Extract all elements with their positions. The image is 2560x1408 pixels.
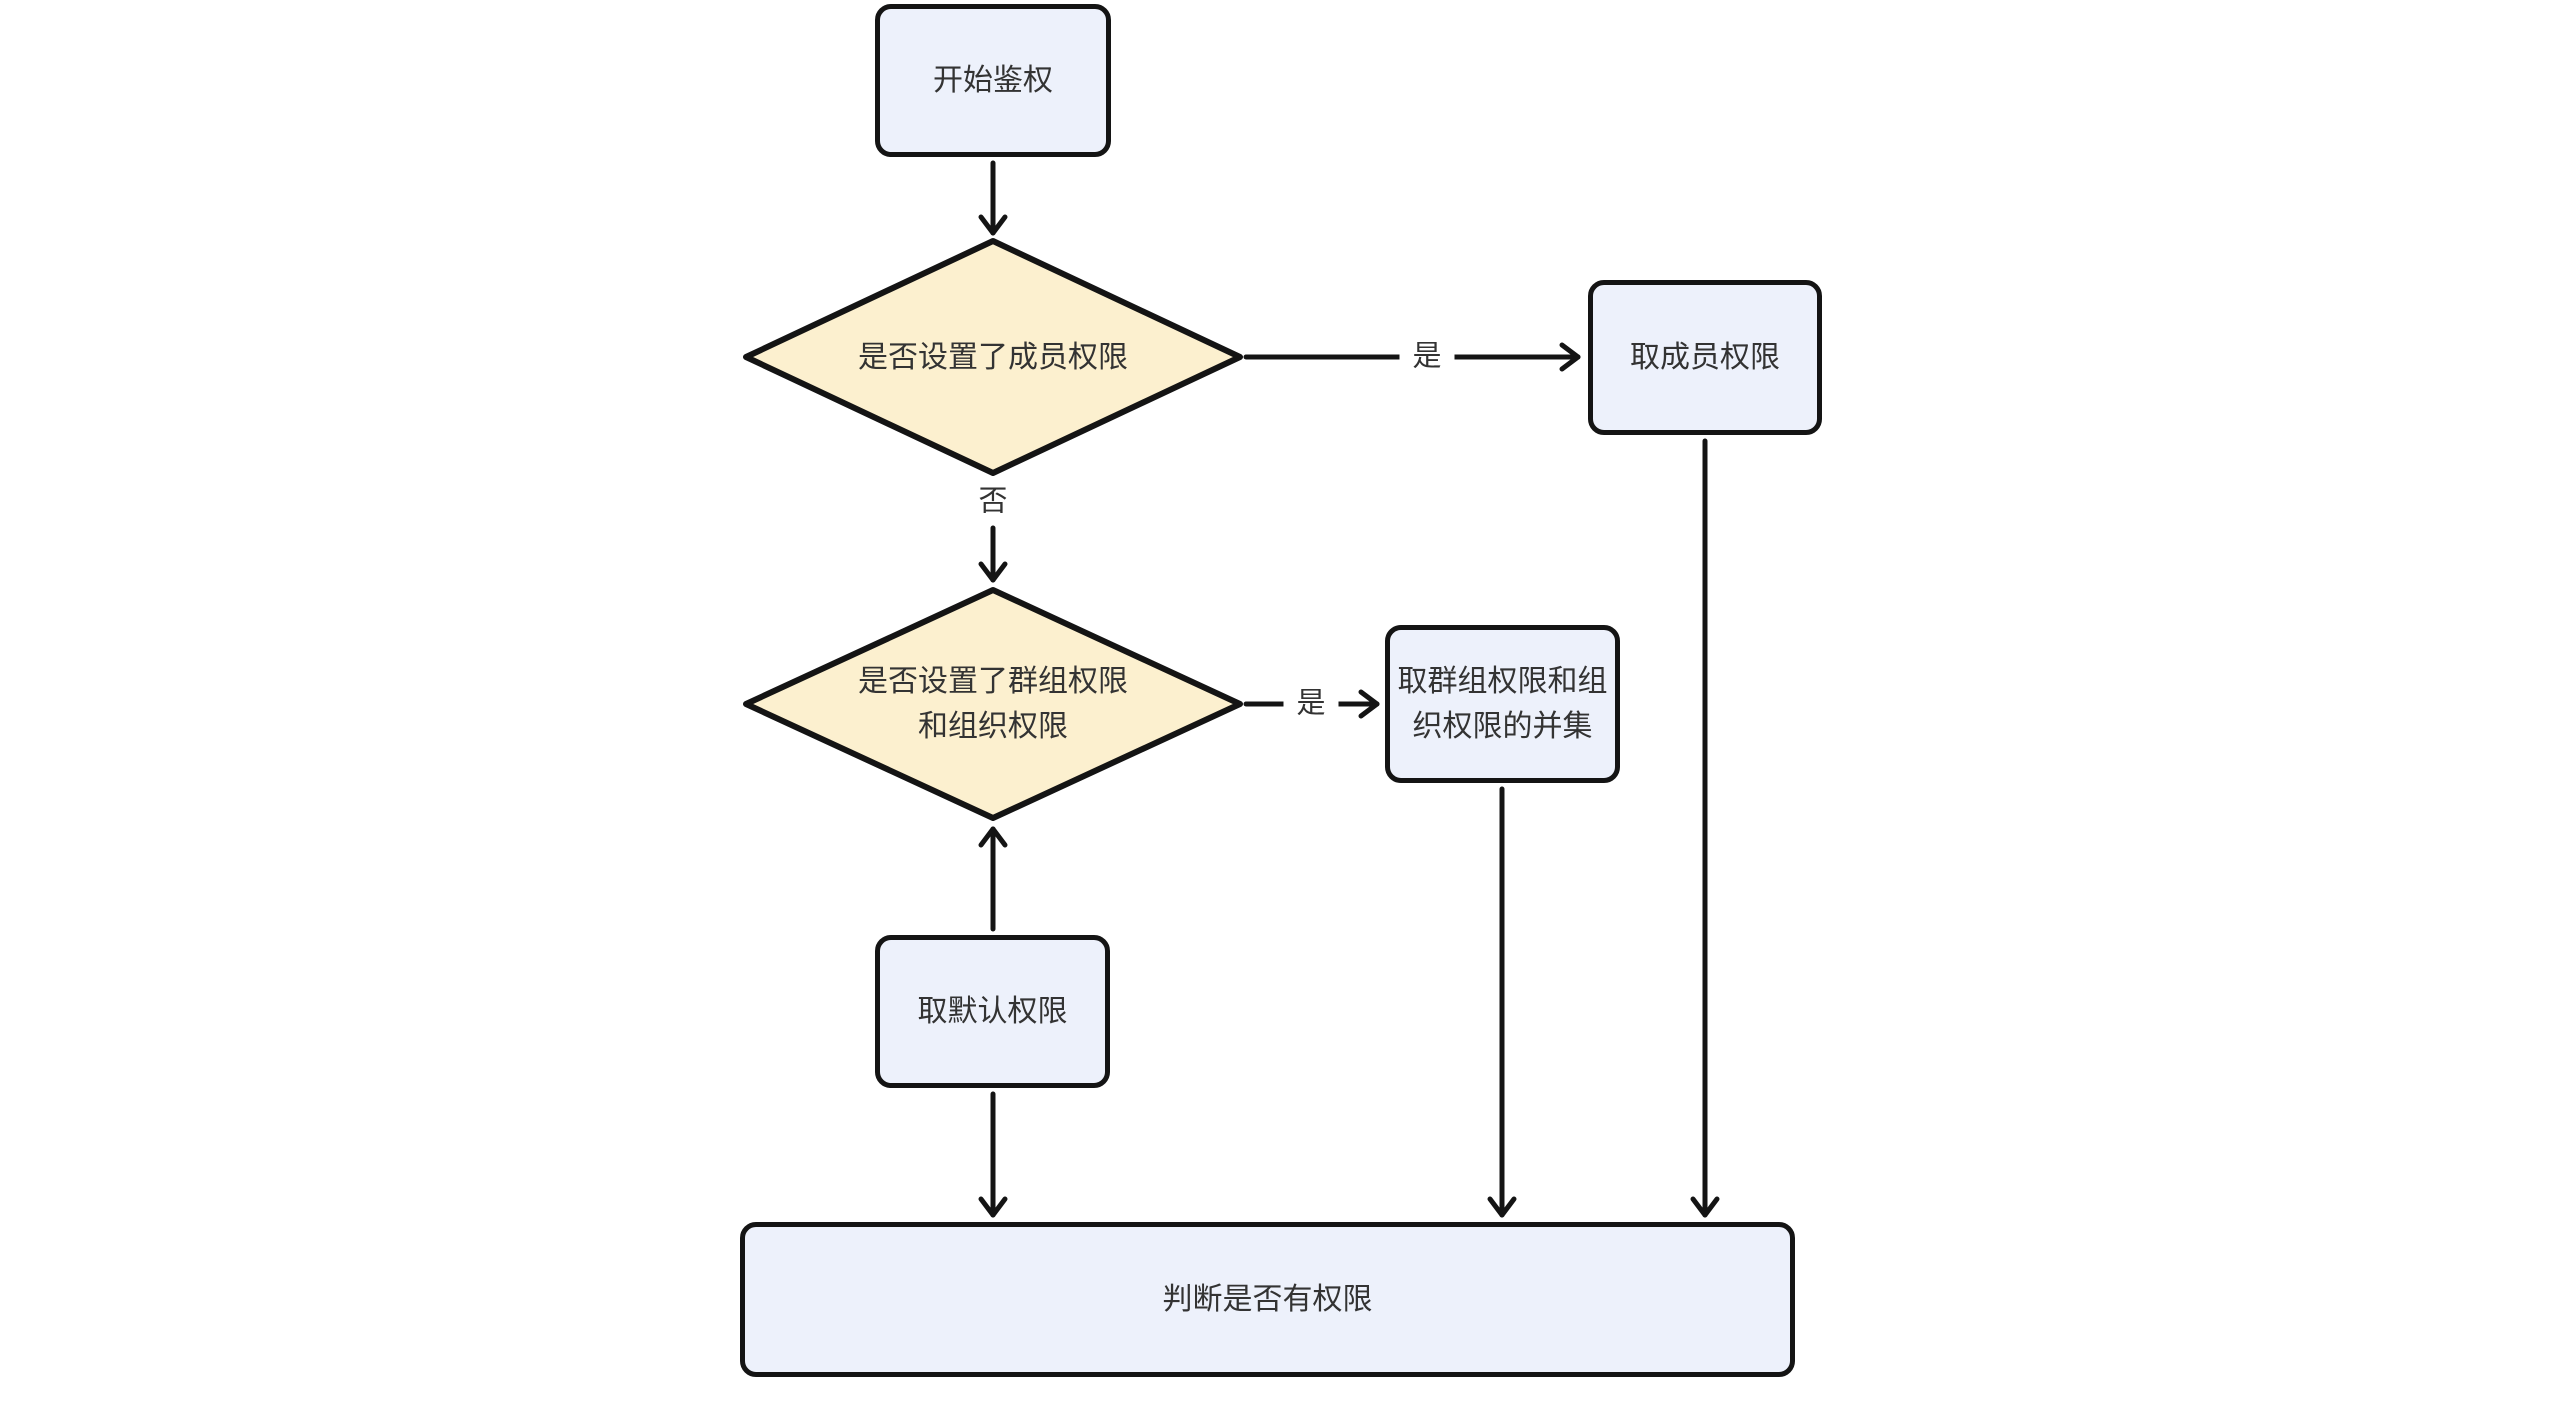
get-member-permission-node: 取成员权限 — [1588, 280, 1822, 435]
get-group-org-union-node: 取群组权限和组 织权限的并集 — [1385, 625, 1620, 783]
start-node: 开始鉴权 — [875, 4, 1111, 157]
decision-member-permission-diamond — [743, 238, 1243, 476]
check-has-permission-node: 判断是否有权限 — [740, 1222, 1795, 1377]
edge-label-member-no: 否 — [965, 484, 1021, 520]
get-default-permission-node: 取默认权限 — [875, 935, 1110, 1088]
decision-group-org-permission-diamond — [743, 587, 1243, 821]
edge-label-member-yes: 是 — [1399, 339, 1455, 375]
edge-label-group-yes: 是 — [1283, 686, 1339, 722]
